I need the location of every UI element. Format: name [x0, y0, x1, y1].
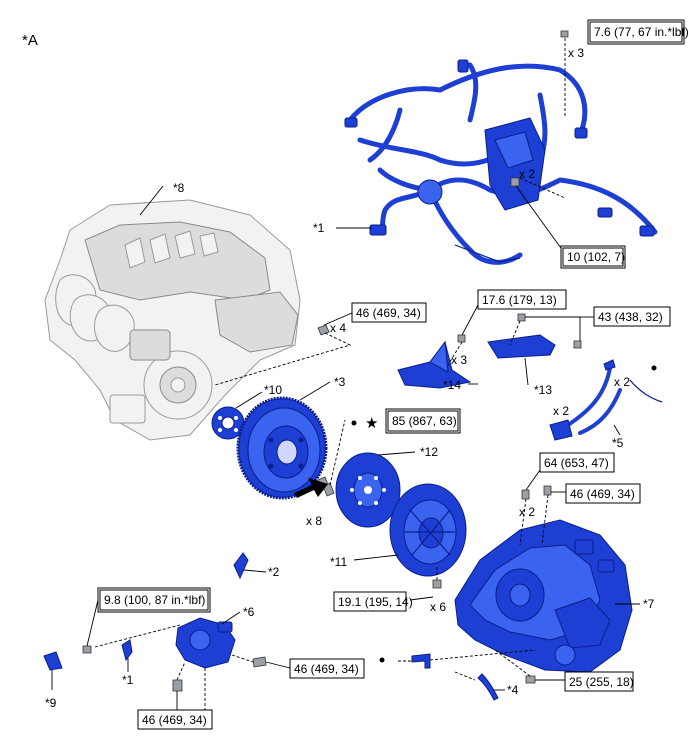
- callout-1: *1: [313, 221, 325, 235]
- callout-2: *2: [268, 565, 280, 579]
- callout-10: *10: [264, 383, 282, 397]
- qty-bracket14: x 3: [451, 353, 467, 367]
- starter-assembly: [175, 617, 236, 669]
- qty-trans-bolts: x 2: [519, 505, 535, 519]
- clutch-disc: [335, 452, 401, 528]
- bullet-dot: [351, 420, 357, 426]
- callout-12: *12: [420, 445, 438, 459]
- torque-bracket14: 17.6 (179, 13): [482, 293, 557, 307]
- qty-clutch-bolts: x 6: [430, 600, 446, 614]
- torque-harness-top: 7.6 (77, 67 in.*lbf): [594, 25, 688, 39]
- torque-starter-bottom: 46 (469, 34): [142, 713, 207, 727]
- callout-11: *11: [330, 555, 347, 569]
- callout-4: *4: [507, 683, 519, 697]
- torque-starter-right: 46 (469, 34): [294, 662, 359, 676]
- torque-engine: 46 (469, 34): [356, 306, 421, 320]
- flywheel: [236, 396, 328, 500]
- sensor-plate: [211, 406, 245, 440]
- callout-9: *9: [45, 696, 57, 710]
- hose-assembly: [549, 359, 663, 441]
- engine-assembly: [44, 199, 301, 441]
- figure-id: *A: [22, 32, 38, 49]
- qty-flywheel-bolts: x 8: [306, 514, 322, 528]
- callout-5: *5: [612, 436, 624, 450]
- callout-13: *13: [534, 383, 552, 397]
- qty-harness-top: x 3: [568, 46, 584, 60]
- torque-flywheel: 85 (867, 63): [392, 414, 457, 428]
- torque-trans-lower: 25 (255, 18): [569, 675, 634, 689]
- callout-8: *8: [173, 181, 185, 195]
- callout-1-lower: *1: [122, 673, 134, 687]
- callout-3: *3: [334, 375, 346, 389]
- torque-clutch: 19.1 (195, 14): [338, 595, 413, 609]
- star-icon: ★: [365, 415, 378, 432]
- qty-hose-b: x 2: [553, 404, 569, 418]
- callout-7: *7: [643, 597, 655, 611]
- clutch-cover: [389, 483, 467, 577]
- bullet-dot: [651, 365, 657, 371]
- callout-14: *14: [443, 378, 461, 392]
- qty-hose-a: x 2: [614, 375, 630, 389]
- torque-trans-upper: 64 (653, 47): [544, 456, 609, 470]
- arrow-icon: [294, 478, 328, 498]
- callout-6: *6: [243, 605, 255, 619]
- torque-bracket13: 43 (438, 32): [598, 310, 663, 324]
- qty-harness-mid: x 2: [519, 167, 535, 181]
- engine-wire-harness: [344, 59, 658, 265]
- bullet-dot: [379, 657, 385, 663]
- torque-trans-right: 46 (469, 34): [570, 487, 635, 501]
- torque-harness-mid: 10 (102, 7): [567, 250, 625, 264]
- qty-engine-bolts: x 4: [330, 321, 346, 335]
- torque-small: 9.8 (100, 87 in.*lbf): [104, 593, 205, 607]
- transaxle-assembly: [454, 519, 633, 673]
